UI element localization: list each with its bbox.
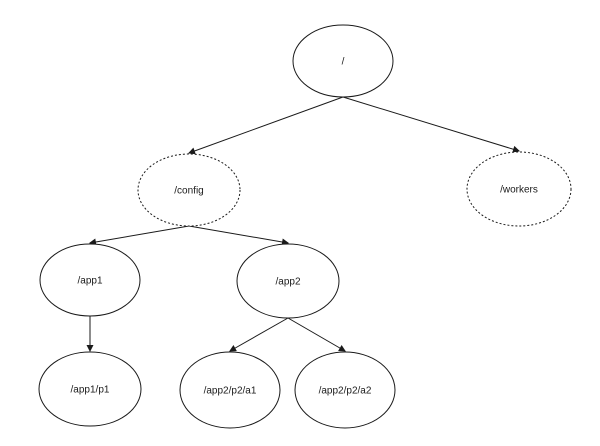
tree-node-config: /config [137, 153, 241, 227]
tree-node-workers: /workers [466, 151, 572, 227]
tree-node-app2-p2-a2: /app2/p2/a2 [294, 351, 396, 429]
root-label: / [342, 57, 345, 68]
root-ellipse [292, 24, 394, 98]
app1-p1-ellipse [38, 351, 142, 427]
app2-p2-a1-ellipse [179, 351, 281, 429]
app1-p1-label: /app1/p1 [71, 385, 110, 396]
app2-ellipse [236, 243, 340, 319]
app2-p2-a2-ellipse [294, 351, 396, 429]
edge-app2-to-app2-p2-a2 [287, 317, 346, 352]
edge-root-to-config [188, 96, 344, 155]
workers-ellipse [466, 151, 572, 227]
tree-node-root: / [292, 24, 394, 98]
config-label: /config [174, 186, 203, 197]
edge-app2-to-app2-p2-a1 [229, 317, 289, 352]
edge-config-to-app2 [188, 225, 290, 246]
app2-label: /app2 [275, 277, 300, 288]
tree-node-app1-p1: /app1/p1 [38, 351, 142, 427]
edge-config-to-app1 [88, 225, 190, 246]
app1-ellipse [39, 243, 141, 317]
app1-label: /app1 [77, 276, 102, 287]
tree-node-app1: /app1 [39, 243, 141, 317]
config-ellipse [137, 153, 241, 227]
tree-node-app2-p2-a1: /app2/p2/a1 [179, 351, 281, 429]
tree-node-app2: /app2 [236, 243, 340, 319]
edge-root-to-workers [342, 96, 521, 153]
app2-p2-a1-label: /app2/p2/a1 [204, 386, 257, 397]
app2-p2-a2-label: /app2/p2/a2 [319, 386, 372, 397]
workers-label: /workers [500, 185, 538, 196]
